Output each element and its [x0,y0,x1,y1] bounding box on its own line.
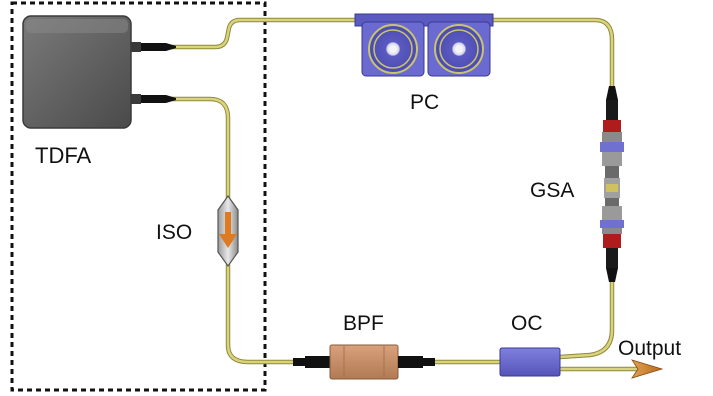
gsa-assembly [600,86,624,282]
tdfa-block [22,15,176,129]
gsa-label: GSA [530,179,575,202]
dashed-box [10,1,267,392]
iso-label: ISO [156,221,193,244]
bpf-label: BPF [343,312,384,335]
pc-block [354,13,494,77]
oc-label: OC [511,312,543,335]
output-label: Output [618,337,682,360]
bpf-block [293,344,435,380]
tdfa-label: TDFA [35,143,92,168]
pc-label: PC [410,91,440,114]
output-arrow-icon [631,359,664,379]
fiber-loop [169,17,643,372]
iso-block [217,194,239,268]
isolator-arrow-icon [219,212,237,248]
oc-block [499,347,561,377]
